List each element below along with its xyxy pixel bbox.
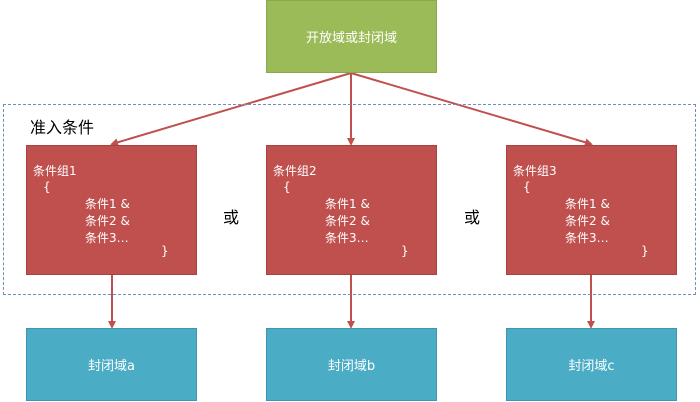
condition-group-3-box: 条件组3 { 条件1 & 条件2 & 条件3… } [506, 145, 677, 275]
brace-close: } [641, 244, 649, 258]
condition-line: 条件2 & [565, 214, 610, 228]
condition-group-title: 条件组3 [513, 164, 557, 178]
brace-open: { [283, 180, 291, 194]
closed-domain-label: 封闭域a [88, 359, 135, 374]
brace-open: { [523, 180, 531, 194]
condition-line: 条件2 & [85, 214, 130, 228]
closed-domain-c-box: 封闭域c [506, 328, 677, 401]
condition-line: 条件3… [565, 231, 609, 245]
condition-group-title: 条件组1 [33, 164, 77, 178]
brace-close: } [161, 244, 169, 258]
source-domain-label: 开放域或封闭域 [305, 31, 397, 46]
condition-line: 条件1 & [85, 197, 130, 211]
brace-close: } [401, 244, 409, 258]
condition-line: 条件1 & [565, 197, 610, 211]
closed-domain-label: 封闭域b [327, 359, 376, 374]
arrow-source-to-group3 [350, 72, 593, 147]
condition-line: 条件3… [325, 231, 369, 245]
closed-domain-label: 封闭域c [568, 359, 615, 374]
condition-group-2-box: 条件组2 { 条件1 & 条件2 & 条件3… } [266, 145, 437, 275]
source-domain-box: 开放域或封闭域 [266, 0, 437, 73]
closed-domain-b-box: 封闭域b [266, 328, 437, 401]
entry-conditions-label: 准入条件 [30, 118, 95, 137]
or-connector-1: 或 [223, 208, 240, 227]
condition-line: 条件3… [85, 231, 129, 245]
closed-domain-a-box: 封闭域a [26, 328, 197, 401]
arrow-source-to-group1 [110, 72, 352, 147]
brace-open: { [43, 180, 51, 194]
entry-conditions-region [3, 104, 696, 295]
condition-group-title: 条件组2 [273, 164, 317, 178]
condition-line: 条件1 & [325, 197, 370, 211]
condition-group-1-box: 条件组1 { 条件1 & 条件2 & 条件3… } [26, 145, 197, 275]
or-connector-2: 或 [464, 208, 481, 227]
condition-line: 条件2 & [325, 214, 370, 228]
